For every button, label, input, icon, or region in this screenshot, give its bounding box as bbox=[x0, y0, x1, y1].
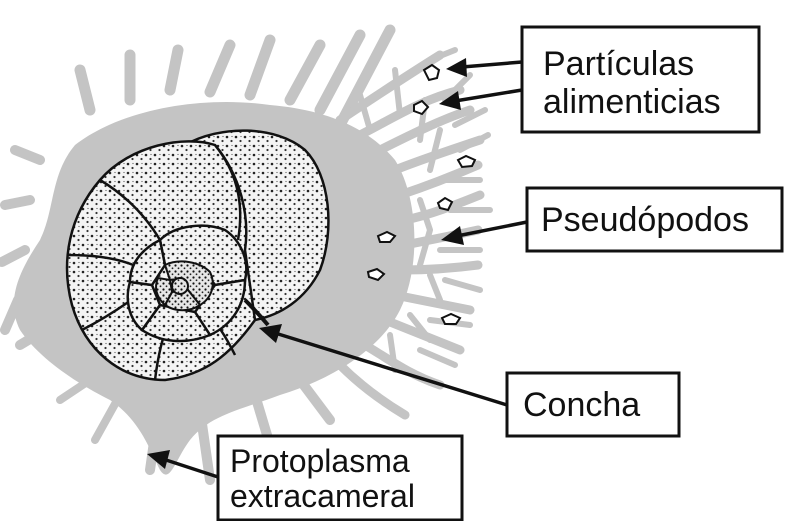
label-pseudopods-text: Pseudópodos bbox=[541, 201, 749, 239]
label-pseudopods: Pseudópodos bbox=[527, 188, 782, 251]
label-protoplasm: Protoplasma extracameral bbox=[218, 436, 462, 520]
label-food-particles-line1: Partículas bbox=[543, 45, 694, 83]
label-shell: Concha bbox=[507, 373, 679, 436]
label-protoplasm-line1: Protoplasma bbox=[230, 443, 410, 479]
label-shell-text: Concha bbox=[523, 386, 640, 424]
label-food-particles: Partículas alimenticias bbox=[522, 27, 759, 132]
label-food-particles-line2: alimenticias bbox=[543, 83, 721, 121]
label-protoplasm-line2: extracameral bbox=[230, 478, 415, 514]
arrow-food-particles-1 bbox=[446, 58, 522, 77]
arrow-pseudopods bbox=[441, 222, 527, 245]
